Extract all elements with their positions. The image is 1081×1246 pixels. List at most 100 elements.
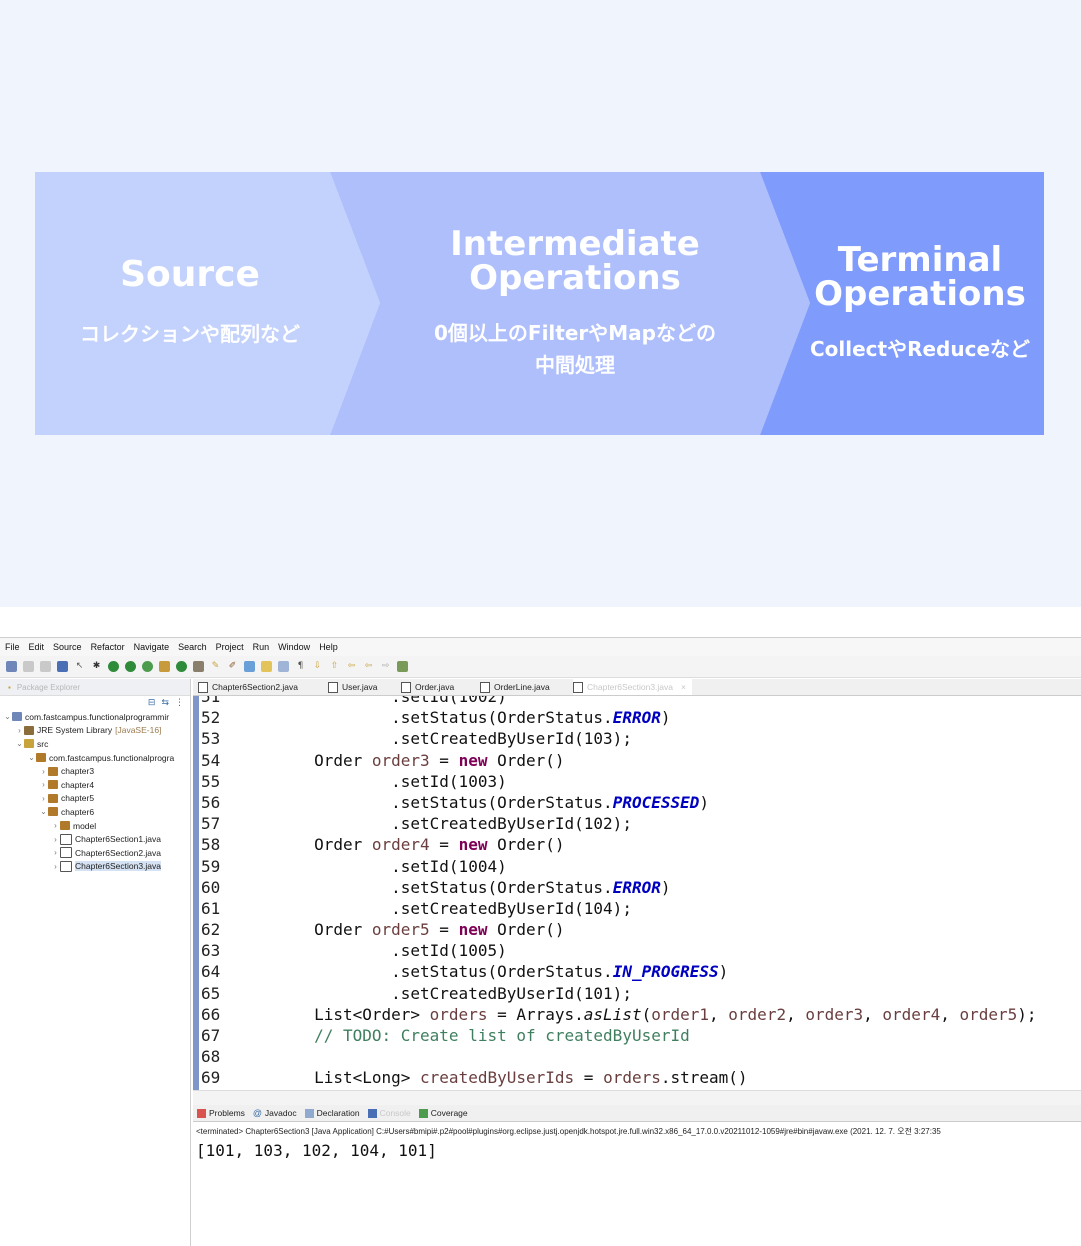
line-number: 69 <box>201 1068 221 1088</box>
tree-item-label: chapter3 <box>61 766 95 777</box>
tree-item[interactable]: ›chapter4 <box>0 778 190 792</box>
chevron-right-icon[interactable]: › <box>54 821 57 831</box>
toggle-mark-icon[interactable] <box>244 661 255 672</box>
pointer-icon[interactable]: ↖ <box>75 661 84 671</box>
menu-project[interactable]: Project <box>215 642 244 652</box>
paragraph-icon[interactable]: ¶ <box>297 661 304 671</box>
chevron-right-icon[interactable]: › <box>18 725 21 735</box>
line-number: 61 <box>201 898 221 918</box>
code-token: = <box>429 835 459 855</box>
forward-icon[interactable]: ⇨ <box>381 661 390 671</box>
last-edit-icon[interactable]: ⇦ <box>347 661 356 671</box>
search-icon[interactable]: ✎ <box>211 661 220 671</box>
menu-file[interactable]: File <box>5 642 20 652</box>
back-icon[interactable]: ⇦ <box>364 661 373 671</box>
code-token: ) <box>699 792 710 812</box>
view-menu-icon[interactable]: ⋮ <box>175 698 184 708</box>
chevron-right-icon[interactable]: › <box>42 780 45 790</box>
collapse-all-icon[interactable]: ⊟ <box>147 698 156 708</box>
debug-icon[interactable]: ✱ <box>92 661 101 671</box>
close-icon[interactable]: × <box>681 682 686 692</box>
tab-problems[interactable]: Problems <box>197 1108 245 1119</box>
tree-item[interactable]: ⌄chapter6 <box>0 805 190 819</box>
code-line: 68 <box>201 1046 1037 1067</box>
chevron-down-icon[interactable]: ⌄ <box>4 712 11 722</box>
horizontal-scrollbar[interactable] <box>193 1090 1081 1105</box>
code-token: PROCESSED <box>612 792 700 812</box>
line-number: 68 <box>201 1047 221 1067</box>
show-whitespace-icon[interactable] <box>278 661 289 672</box>
save-icon[interactable] <box>23 661 34 672</box>
tab-coverage[interactable]: Coverage <box>418 1108 468 1119</box>
tree-item[interactable]: ›model <box>0 819 190 833</box>
code-token: ) <box>660 877 671 897</box>
tree-item[interactable]: ›Chapter6Section3.java <box>0 860 190 874</box>
run-history-icon[interactable] <box>125 661 136 672</box>
chevron-right-icon[interactable]: › <box>54 834 57 844</box>
tree-item[interactable]: ⌄com.fastcampus.functionalprogra <box>0 751 190 765</box>
code-editor[interactable]: 51 .setId(1002)52 .setStatus(OrderStatus… <box>193 696 1081 1090</box>
new-class-icon[interactable] <box>176 661 187 672</box>
console-view[interactable]: <terminated> Chapter6Section3 [Java Appl… <box>193 1122 1081 1246</box>
code-token: new <box>458 835 488 855</box>
editor-gutter <box>193 696 199 1090</box>
editor-tab[interactable]: OrderLine.java <box>480 679 550 695</box>
chevron-down-icon[interactable]: ⌄ <box>28 753 35 763</box>
code-token: ERROR <box>612 877 661 897</box>
menu-refactor[interactable]: Refactor <box>90 642 125 652</box>
chevron-down-icon[interactable]: ⌄ <box>16 739 23 749</box>
menu-run[interactable]: Run <box>252 642 270 652</box>
menu-source[interactable]: Source <box>53 642 82 652</box>
chevron-right-icon[interactable]: › <box>54 848 57 858</box>
new-package-icon[interactable] <box>159 661 170 672</box>
tree-item[interactable]: ›Chapter6Section1.java <box>0 832 190 846</box>
explorer-actions: ⊟ ⇆ ⋮ <box>0 696 190 710</box>
run-icon[interactable] <box>108 661 119 672</box>
open-type-icon[interactable] <box>193 661 204 672</box>
tab-console[interactable]: Console <box>367 1108 411 1119</box>
tree-item[interactable]: ›chapter5 <box>0 792 190 806</box>
editor-tab[interactable]: Chapter6Section2.java <box>198 679 298 695</box>
tab-declaration[interactable]: Declaration <box>304 1108 360 1119</box>
tree-item[interactable]: ⌄src <box>0 737 190 751</box>
tab-javadoc[interactable]: @Javadoc <box>252 1107 297 1119</box>
tree-item[interactable]: › chapter3 <box>0 764 190 778</box>
tree-item[interactable]: ⌄com.fastcampus.functionalprogrammir <box>0 710 190 724</box>
annotation-icon[interactable]: ✐ <box>228 661 237 671</box>
code-token: .setId(1002) <box>237 696 507 706</box>
code-token: .setId(1005) <box>237 941 507 961</box>
next-annotation-icon[interactable]: ⇩ <box>313 661 322 671</box>
menu-edit[interactable]: Edit <box>28 642 45 652</box>
code-token: .stream() <box>660 1068 748 1088</box>
block-selection-icon[interactable] <box>261 661 272 672</box>
tree-item-label: JRE System Library <box>37 725 113 736</box>
chevron-right-icon[interactable]: › <box>42 766 45 776</box>
link-editor-icon[interactable]: ⇆ <box>161 698 169 708</box>
prev-annotation-icon[interactable]: ⇧ <box>330 661 339 671</box>
tree-item[interactable]: ›JRE System Library[JavaSE-16] <box>0 724 190 738</box>
package-explorer-tab[interactable]: ▪ Package Explorer <box>0 679 190 696</box>
menu-help[interactable]: Help <box>319 642 338 652</box>
editor-tab-label: OrderLine.java <box>494 682 550 692</box>
code-token: .setCreatedByUserId(104); <box>237 898 632 918</box>
editor-tab[interactable]: User.java <box>328 679 377 695</box>
editor-tab[interactable]: Order.java <box>401 679 454 695</box>
menu-navigate[interactable]: Navigate <box>133 642 170 652</box>
code-token: asList <box>583 1004 642 1024</box>
java-file-icon <box>198 681 208 693</box>
editor-tab[interactable]: Chapter6Section3.java× <box>573 679 692 695</box>
perspective-icon[interactable] <box>397 661 408 672</box>
coverage-icon[interactable] <box>142 661 153 672</box>
menu-window[interactable]: Window <box>278 642 311 652</box>
line-number: 59 <box>201 856 221 876</box>
menu-search[interactable]: Search <box>178 642 207 652</box>
stage-intermediate-title-2: Operations <box>469 257 681 298</box>
chevron-down-icon[interactable]: ⌄ <box>40 807 47 817</box>
tree-item[interactable]: ›Chapter6Section2.java <box>0 846 190 860</box>
chevron-right-icon[interactable]: › <box>42 793 45 803</box>
console-icon[interactable] <box>57 661 68 672</box>
chevron-right-icon[interactable]: › <box>54 861 57 871</box>
new-icon[interactable] <box>6 661 17 672</box>
package-icon <box>48 780 58 790</box>
save-all-icon[interactable] <box>40 661 51 672</box>
